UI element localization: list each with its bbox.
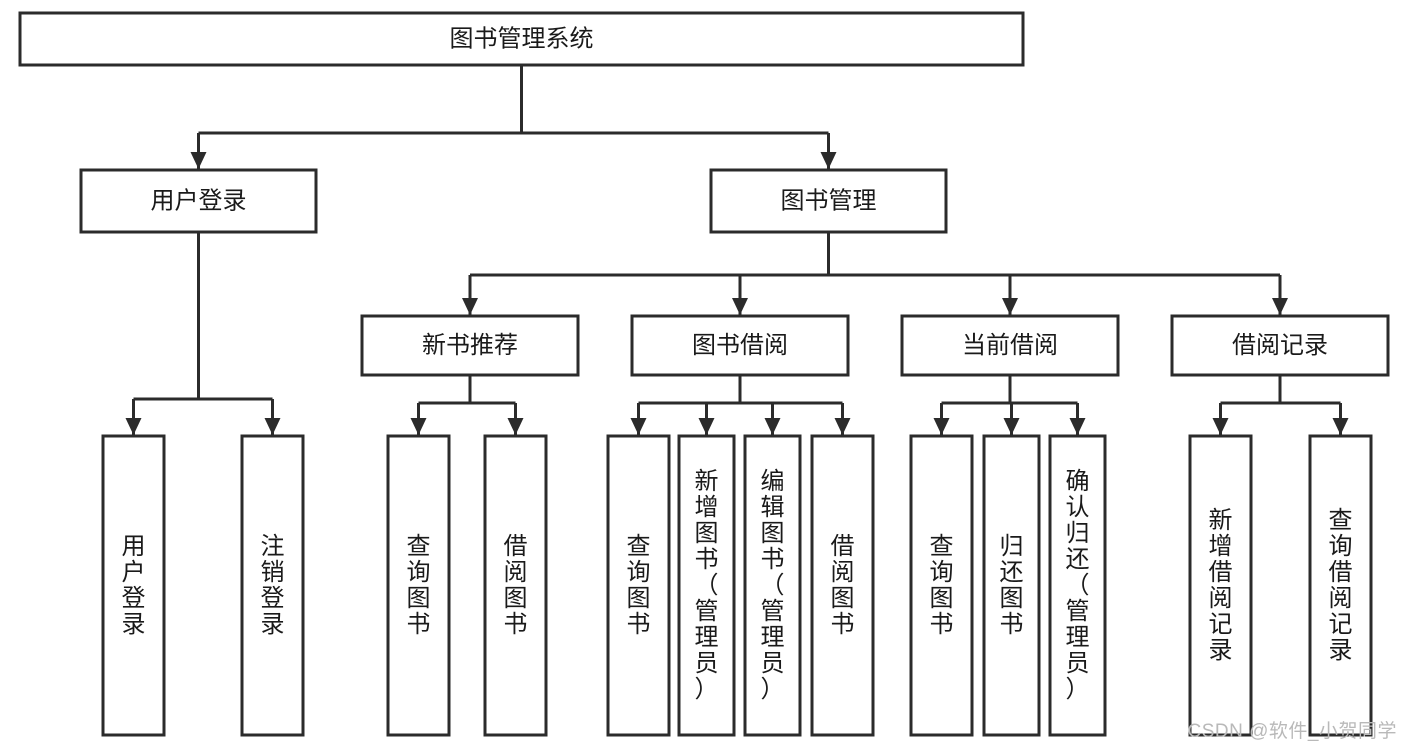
node-label-leaf-add-borrow-record: 新增借阅记录 (1209, 507, 1233, 664)
node-box-leaf-add-book (677, 434, 736, 737)
node-label-leaf-return-book: 归还图书 (1000, 533, 1024, 638)
node-leaf-borrow-book-rec[interactable]: 借阅图书 (483, 434, 548, 737)
node-label-leaf-query-book-current: 查询图书 (930, 533, 954, 638)
node-box-user-login (79, 168, 318, 234)
conn-new-book-rec-arrowhead-0 (410, 418, 427, 435)
node-box-leaf-return-book (982, 434, 1041, 737)
conn-borrow-record-arrowhead-1 (1332, 418, 1349, 435)
conn-book-manage-arrowhead-2 (1002, 298, 1018, 315)
node-box-book-borrow (630, 314, 850, 377)
node-layer: 图书管理系统用户登录图书管理新书推荐图书借阅当前借阅借阅记录用户登录注销登录查询… (18, 11, 1390, 737)
node-label-borrow-record: 借阅记录 (1232, 332, 1328, 359)
node-box-leaf-borrow-book-rec (483, 434, 548, 737)
conn-new-book-rec-arrowhead-1 (507, 418, 524, 435)
conn-book-manage-arrowhead-1 (732, 298, 748, 315)
conn-book-borrow-arrowhead-3 (834, 418, 851, 435)
node-leaf-user-login[interactable]: 用户登录 (101, 434, 166, 737)
node-box-new-book-rec (360, 314, 580, 377)
node-leaf-edit-book[interactable]: 编辑图书（管理员） (743, 434, 802, 737)
node-box-leaf-edit-book (743, 434, 802, 737)
node-box-borrow-record (1170, 314, 1390, 377)
node-root[interactable]: 图书管理系统 (18, 11, 1025, 67)
conn-root-arrowhead-1 (820, 152, 837, 169)
node-leaf-query-book-rec[interactable]: 查询图书 (386, 434, 451, 737)
node-box-leaf-add-borrow-record (1188, 434, 1253, 737)
node-label-root: 图书管理系统 (450, 25, 594, 52)
connector-layer (125, 65, 1349, 435)
node-borrow-record[interactable]: 借阅记录 (1170, 314, 1390, 377)
node-label-leaf-logout: 注销登录 (261, 533, 285, 638)
conn-book-borrow-arrowhead-2 (764, 418, 781, 435)
node-book-borrow[interactable]: 图书借阅 (630, 314, 850, 377)
node-box-root (18, 11, 1025, 67)
node-leaf-query-borrow-record[interactable]: 查询借阅记录 (1308, 434, 1373, 737)
node-label-leaf-add-book: 新增图书（管理员） (695, 468, 719, 703)
node-leaf-logout[interactable]: 注销登录 (240, 434, 305, 737)
node-label-current-borrow: 当前借阅 (962, 332, 1058, 359)
node-box-leaf-query-book-current (909, 434, 974, 737)
node-label-leaf-query-book-borrow: 查询图书 (627, 533, 651, 638)
conn-book-manage-arrowhead-0 (462, 298, 478, 315)
node-book-manage[interactable]: 图书管理 (709, 168, 948, 234)
conn-root-arrowhead-0 (190, 152, 207, 169)
node-user-login[interactable]: 用户登录 (79, 168, 318, 234)
node-label-leaf-borrow-book: 借阅图书 (831, 533, 855, 638)
node-label-book-borrow: 图书借阅 (692, 332, 788, 359)
conn-current-borrow-arrowhead-2 (1069, 418, 1086, 435)
node-leaf-confirm-return[interactable]: 确认归还（管理员） (1048, 434, 1107, 737)
node-new-book-rec[interactable]: 新书推荐 (360, 314, 580, 377)
node-leaf-query-book-current[interactable]: 查询图书 (909, 434, 974, 737)
conn-current-borrow-arrowhead-0 (933, 418, 950, 435)
watermark-text: CSDN @软件_小贺同学 (1187, 721, 1397, 742)
node-label-leaf-query-book-rec: 查询图书 (407, 533, 431, 638)
node-label-leaf-user-login: 用户登录 (122, 533, 146, 638)
node-label-new-book-rec: 新书推荐 (422, 332, 518, 359)
conn-current-borrow-arrowhead-1 (1003, 418, 1020, 435)
node-box-leaf-query-book-borrow (606, 434, 671, 737)
conn-book-manage-arrowhead-3 (1272, 298, 1288, 315)
node-label-user-login: 用户登录 (151, 187, 247, 214)
node-box-book-manage (709, 168, 948, 234)
node-leaf-return-book[interactable]: 归还图书 (982, 434, 1041, 737)
conn-user-login-arrowhead-0 (125, 418, 142, 435)
node-label-leaf-edit-book: 编辑图书（管理员） (761, 468, 785, 703)
node-box-leaf-borrow-book (810, 434, 875, 737)
conn-book-borrow-arrowhead-1 (698, 418, 715, 435)
conn-user-login-arrowhead-1 (264, 418, 281, 435)
node-box-leaf-query-book-rec (386, 434, 451, 737)
node-box-current-borrow (900, 314, 1120, 377)
node-label-book-manage: 图书管理 (781, 187, 877, 214)
node-current-borrow[interactable]: 当前借阅 (900, 314, 1120, 377)
node-box-leaf-query-borrow-record (1308, 434, 1373, 737)
node-leaf-add-book[interactable]: 新增图书（管理员） (677, 434, 736, 737)
node-leaf-borrow-book[interactable]: 借阅图书 (810, 434, 875, 737)
node-label-leaf-query-borrow-record: 查询借阅记录 (1329, 507, 1353, 664)
node-label-leaf-confirm-return: 确认归还（管理员） (1066, 468, 1090, 703)
node-leaf-query-book-borrow[interactable]: 查询图书 (606, 434, 671, 737)
node-leaf-add-borrow-record[interactable]: 新增借阅记录 (1188, 434, 1253, 737)
conn-book-borrow-arrowhead-0 (630, 418, 647, 435)
node-label-leaf-borrow-book-rec: 借阅图书 (504, 533, 528, 638)
conn-borrow-record-arrowhead-0 (1212, 418, 1229, 435)
node-box-leaf-user-login (101, 434, 166, 737)
node-box-leaf-logout (240, 434, 305, 737)
node-box-leaf-confirm-return (1048, 434, 1107, 737)
